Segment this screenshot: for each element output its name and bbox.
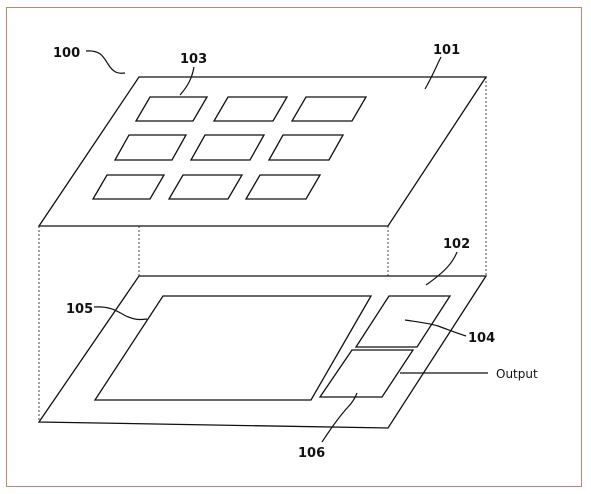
button-key <box>113 134 188 161</box>
button-grid <box>91 96 368 200</box>
label-102: 102 <box>443 237 470 252</box>
port-box <box>318 349 415 398</box>
button-key <box>134 96 209 122</box>
button-key <box>290 96 368 122</box>
display-area <box>93 295 373 401</box>
button-key <box>244 174 322 200</box>
figure-frame <box>6 7 582 487</box>
button-key <box>212 96 289 122</box>
module-box <box>354 295 452 348</box>
label-104: 104 <box>468 331 495 346</box>
label-100: 100 <box>53 46 80 61</box>
output-label: Output <box>496 367 538 381</box>
button-key <box>91 174 166 200</box>
label-101: 101 <box>433 43 460 58</box>
label-105: 105 <box>66 302 93 317</box>
button-key <box>189 134 266 161</box>
button-key <box>267 134 345 161</box>
leader-lines <box>85 50 467 443</box>
label-103: 103 <box>180 52 207 67</box>
button-key <box>167 174 244 200</box>
label-106: 106 <box>298 446 325 461</box>
